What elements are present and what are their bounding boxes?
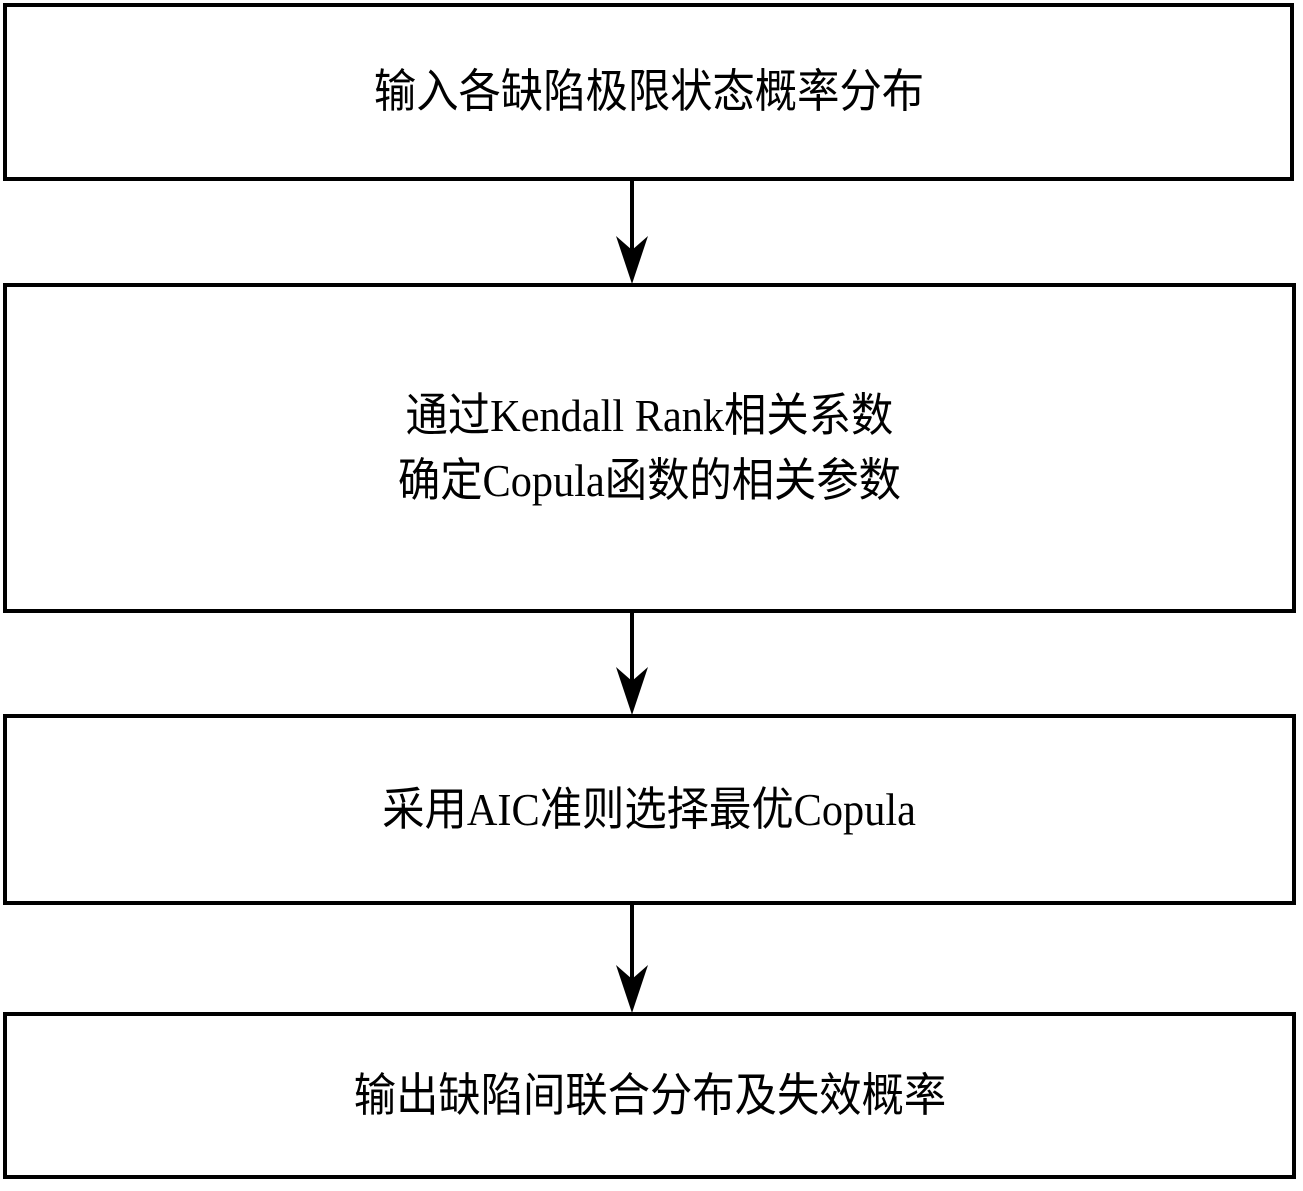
node-2-line-2: 确定Copula函数的相关参数 [397,455,902,506]
node-2-line-1: 通过Kendall Rank相关系数 [405,389,894,441]
connector-node1-to-node2 [602,178,662,286]
arrow-head-icon [616,667,648,715]
node-1-text: 输入各缺陷极限状态概率分布 [373,59,923,124]
connector-node3-to-node4 [602,902,662,1015]
node-1-line-1: 输入各缺陷极限状态概率分布 [373,66,924,118]
node-4-text: 输出缺陷间联合分布及失效概率 [353,1063,945,1128]
connector-node2-to-node3 [602,610,662,717]
node-3-line-1: 采用AIC准则选择最优Copula [382,783,917,835]
node-3-text: 采用AIC准则选择最优Copula [383,777,917,842]
node-4-line-1: 输出缺陷间联合分布及失效概率 [353,1069,946,1121]
node-2-text: 通过Kendall Rank相关系数 确定Copula函数的相关参数 [398,383,901,514]
flowchart-node-output: 输出缺陷间联合分布及失效概率 [3,1012,1296,1179]
flowchart-node-kendall-copula-params: 通过Kendall Rank相关系数 确定Copula函数的相关参数 [3,283,1296,613]
flowchart-node-aic-selection: 采用AIC准则选择最优Copula [3,714,1296,905]
flowchart-node-input: 输入各缺陷极限状态概率分布 [3,3,1294,181]
arrow-head-icon [616,965,648,1013]
arrow-head-icon [616,236,648,284]
